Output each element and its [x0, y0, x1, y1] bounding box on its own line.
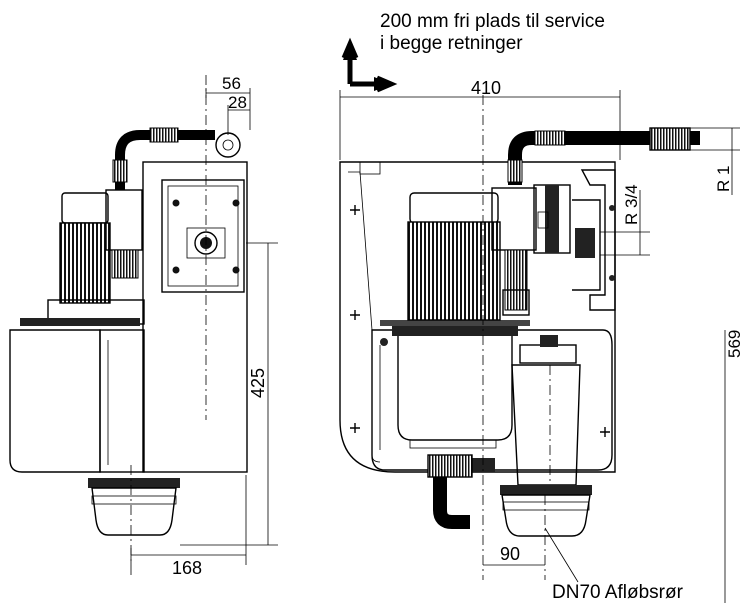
dim-425: 425: [248, 368, 268, 398]
front-motor-cap: [409, 192, 499, 224]
dim-56: 56: [222, 74, 241, 93]
side-dimensions: 56 28 425 168: [130, 74, 278, 578]
front-view: [339, 95, 700, 580]
front-tank: [371, 329, 613, 471]
side-motor-cap: [61, 192, 109, 224]
dim-r1: R 1: [714, 166, 733, 192]
service-note: 200 mm fri plads til service i begge ret…: [341, 11, 605, 93]
dim-410: 410: [471, 78, 501, 98]
front-drain-pump: [511, 364, 581, 486]
dim-569: 569: [725, 330, 740, 358]
drain-label: DN70 Afløbsrør: [552, 582, 684, 603]
side-mount-plate: [161, 179, 245, 293]
service-note-line1: 200 mm fri plads til service: [380, 11, 605, 32]
side-motor-fins: [59, 222, 111, 304]
side-view: [9, 75, 248, 575]
front-side-bracket: [580, 169, 616, 311]
front-dimensions: 410 R 1 R 3/4 569 90 DN70 Afløbsrør: [339, 78, 740, 603]
dim-r34: R 3/4: [622, 184, 641, 225]
front-drain-flange: [500, 485, 592, 495]
side-main-housing: [142, 161, 248, 473]
service-note-line2: i begge retninger: [380, 33, 523, 54]
dim-28: 28: [228, 93, 247, 112]
side-drain-flange: [88, 478, 180, 488]
front-motor-fins: [407, 221, 501, 321]
dim-168: 168: [172, 558, 202, 578]
side-tank: [9, 329, 101, 473]
front-screws: [350, 205, 610, 437]
side-port-fitting: [194, 231, 218, 255]
side-outlet-end: [215, 132, 241, 158]
dim-90: 90: [500, 544, 520, 564]
front-pump-housing: [397, 334, 513, 441]
